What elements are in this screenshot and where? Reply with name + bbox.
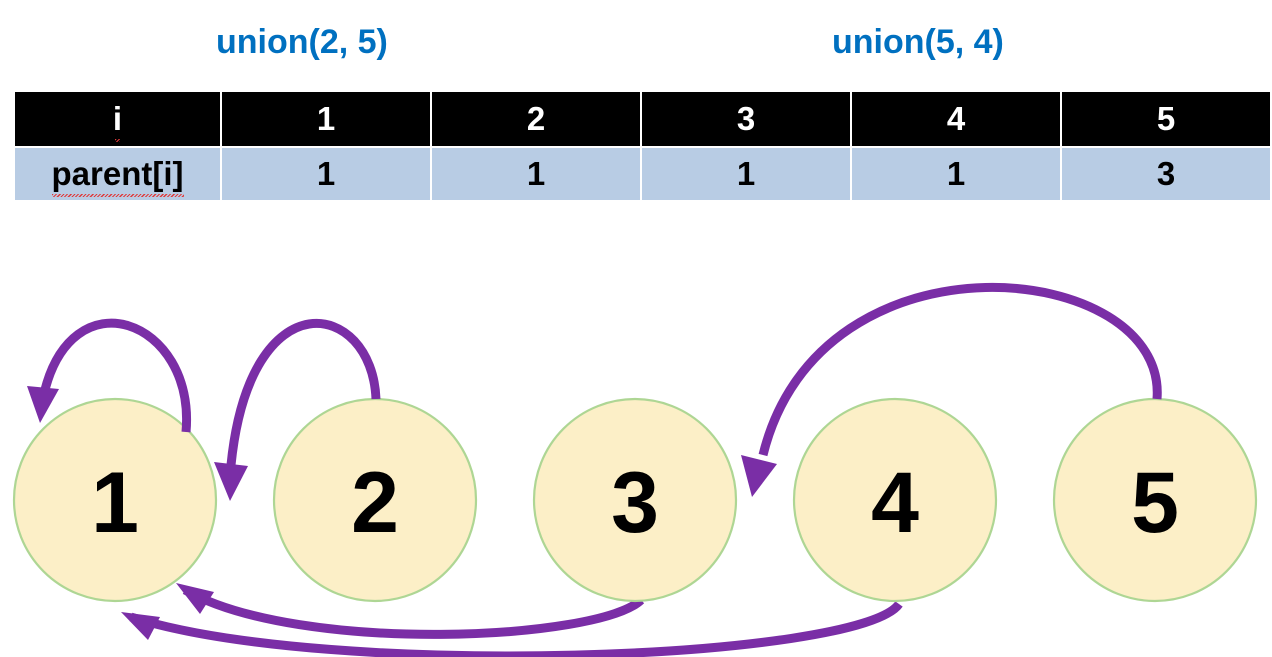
node-2[interactable]: 2 xyxy=(272,397,478,603)
edge-3-to-1 xyxy=(182,586,645,639)
arrow-head-2-to-1 xyxy=(214,462,248,501)
operation-label-union-5-4: union(5, 4) xyxy=(832,23,1004,61)
parent-array-table: i 1 2 3 4 5 parent[i] 1 1 1 1 3 xyxy=(13,90,1272,202)
table-cell-parent-1: 1 xyxy=(222,148,430,200)
edge-layer-under xyxy=(121,583,903,657)
node-5-label: 5 xyxy=(1131,455,1179,551)
node-1-circle[interactable] xyxy=(12,397,218,603)
table-cell-index-3: 3 xyxy=(642,92,850,146)
node-3-circle[interactable] xyxy=(532,397,738,603)
arrow-head-4-to-1 xyxy=(121,612,160,640)
table-cell-parent-2: 1 xyxy=(432,148,640,200)
operation-label-union-2-5: union(2, 5) xyxy=(216,23,388,61)
table-row-index: i 1 2 3 4 5 xyxy=(15,92,1270,146)
table-row-header-i: i xyxy=(15,92,220,146)
table-row-parent: parent[i] 1 1 1 1 3 xyxy=(15,148,1270,200)
table-cell-index-2: 2 xyxy=(432,92,640,146)
edge-layer-over xyxy=(27,283,1162,501)
arrow-head-1-self-loop xyxy=(27,386,59,423)
node-1-label: 1 xyxy=(91,455,139,551)
node-5[interactable]: 5 xyxy=(1052,397,1258,603)
node-3[interactable]: 3 xyxy=(532,397,738,603)
table-cell-parent-5: 3 xyxy=(1062,148,1270,200)
edge-2-to-1 xyxy=(226,318,381,466)
table-row-header-parent: parent[i] xyxy=(15,148,220,200)
node-5-circle[interactable] xyxy=(1052,397,1258,603)
edge-1-self-loop xyxy=(38,318,192,433)
row-header-parent-text: parent[i] xyxy=(51,155,184,197)
edge-5-to-3 xyxy=(758,283,1162,457)
table-cell-index-1: 1 xyxy=(222,92,430,146)
table-cell-index-4: 4 xyxy=(852,92,1060,146)
node-4-circle[interactable] xyxy=(792,397,998,603)
arrow-head-3-to-1 xyxy=(176,583,214,614)
node-4[interactable]: 4 xyxy=(792,397,998,603)
node-2-label: 2 xyxy=(351,455,399,551)
table-cell-parent-4: 1 xyxy=(852,148,1060,200)
arrow-head-5-to-3 xyxy=(741,455,777,497)
table-cell-parent-3: 1 xyxy=(642,148,850,200)
node-1[interactable]: 1 xyxy=(12,397,218,603)
node-4-label: 4 xyxy=(871,455,919,551)
node-3-label: 3 xyxy=(611,455,659,551)
row-header-i-text: i xyxy=(112,100,123,142)
edge-4-to-1 xyxy=(129,600,903,657)
table-cell-index-5: 5 xyxy=(1062,92,1270,146)
